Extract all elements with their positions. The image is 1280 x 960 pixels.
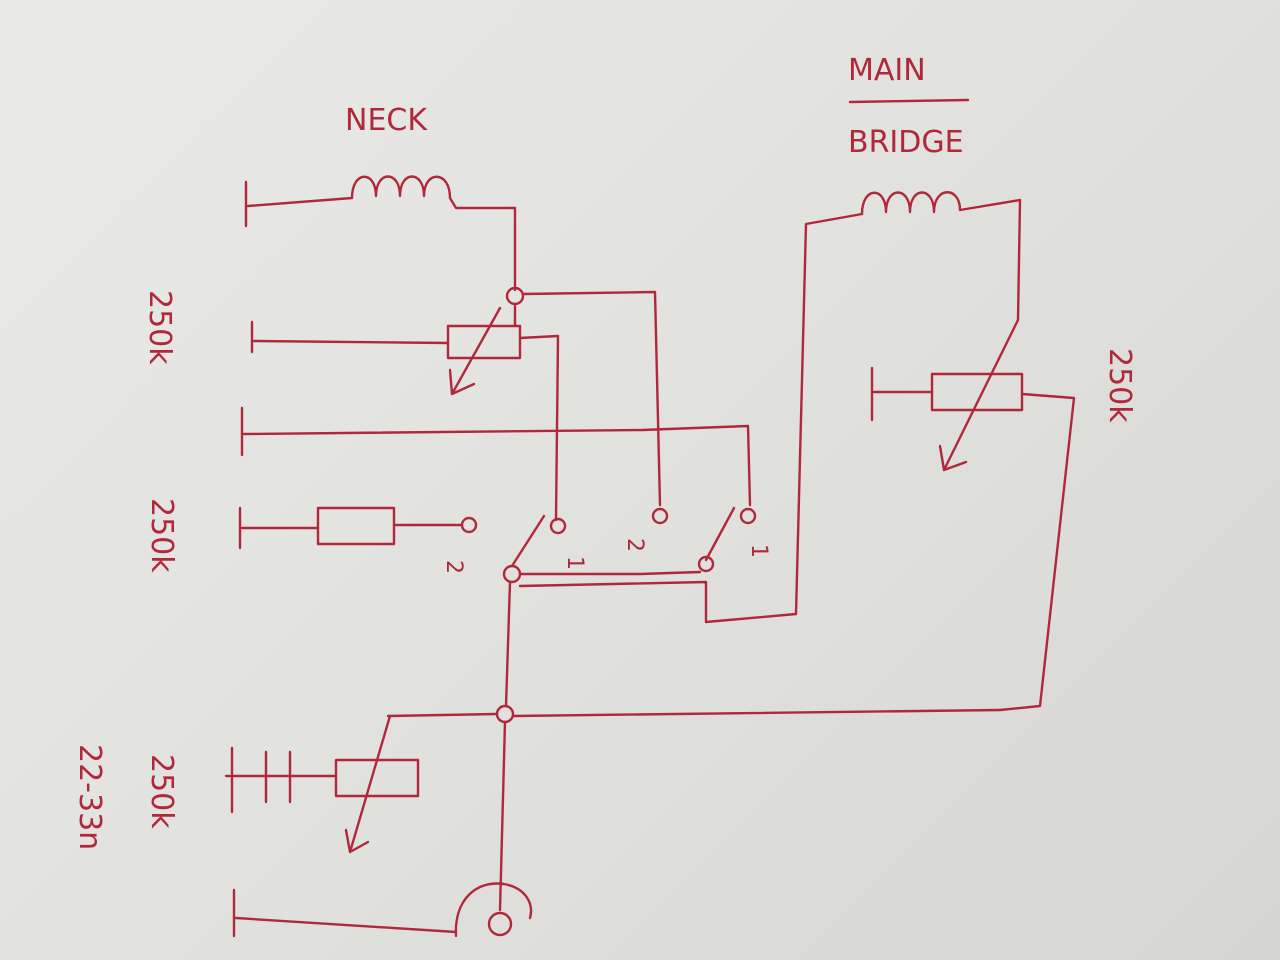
jack-tip[interactable]: [487, 911, 513, 937]
neck-label: NECK: [345, 103, 428, 138]
main-underline: [848, 98, 970, 104]
switch-common-node: [502, 564, 522, 584]
bridge-label: BRIDGE: [848, 125, 964, 160]
jack-ground-wire: [234, 916, 458, 934]
wire-switch-to-bridge: [518, 212, 864, 624]
switch-b-pivot: [697, 555, 715, 573]
switch-b[interactable]: 1: [704, 506, 771, 562]
jack-tip-wire: [498, 720, 507, 912]
output-junction: [495, 704, 515, 724]
bridge-pot-value: 250k: [1102, 348, 1137, 423]
neck-volume-pot: 250k: [142, 290, 560, 522]
resistor-value: 250k: [144, 498, 179, 573]
bridge-volume-pot: 250k: [870, 318, 1137, 712]
main-label: MAIN: [848, 53, 926, 88]
neck-coil: [246, 175, 517, 292]
switch-a-lever[interactable]: [510, 514, 546, 568]
tone-circuit: 250k 22-33n: [72, 712, 499, 854]
switch-a-contact-2[interactable]: [651, 507, 669, 525]
wire-neck-to-switch-2: [521, 290, 662, 507]
neck-resistor: 2 250k: [144, 498, 478, 574]
bridge-coil: [860, 191, 1022, 322]
wire-output-to-bridge: [511, 708, 1002, 718]
neck-pot-value: 250k: [142, 290, 177, 365]
neck-pot-wiper-arrow: [448, 306, 502, 396]
neck-pickup: NECK: [244, 103, 517, 292]
switch-a-pos-2: 2: [622, 538, 647, 552]
bridge-pot-output-wire: [998, 392, 1076, 712]
bridge-pot-body: [930, 372, 1024, 412]
neck-pot-wiper-to-switch-1: [518, 334, 560, 522]
switch-b-contact-1[interactable]: [739, 507, 757, 525]
tone-pot-wiper-arrow: [344, 714, 392, 854]
switch-b-lever[interactable]: [704, 506, 736, 562]
tone-input-wire: [386, 712, 499, 718]
resistor-switch-contact: [460, 516, 478, 534]
wire-switch-to-output: [504, 580, 512, 708]
neck-pot-body: [446, 324, 522, 360]
ground-bus-wire: [242, 424, 752, 507]
bridge-pot-wiper-arrow: [938, 318, 1020, 472]
tone-pot-value: 250k: [144, 754, 179, 829]
neck-pot-ground-wire: [252, 339, 450, 345]
bridge-pickup: MAIN BRIDGE: [848, 53, 1022, 322]
resistor-contact-pos: 2: [441, 560, 466, 574]
switch-b-pos-1: 1: [746, 544, 771, 558]
jack-sleeve[interactable]: [454, 882, 533, 938]
resistor-body: [316, 506, 396, 546]
switch-a-contact-1[interactable]: [549, 517, 567, 535]
capacitor-value: 22-33n: [72, 744, 107, 850]
tone-pot-body: [334, 758, 420, 798]
switch-a[interactable]: 1 2: [510, 507, 669, 570]
switch-a-pos-1: 1: [562, 556, 587, 570]
output-jack[interactable]: [232, 720, 533, 938]
